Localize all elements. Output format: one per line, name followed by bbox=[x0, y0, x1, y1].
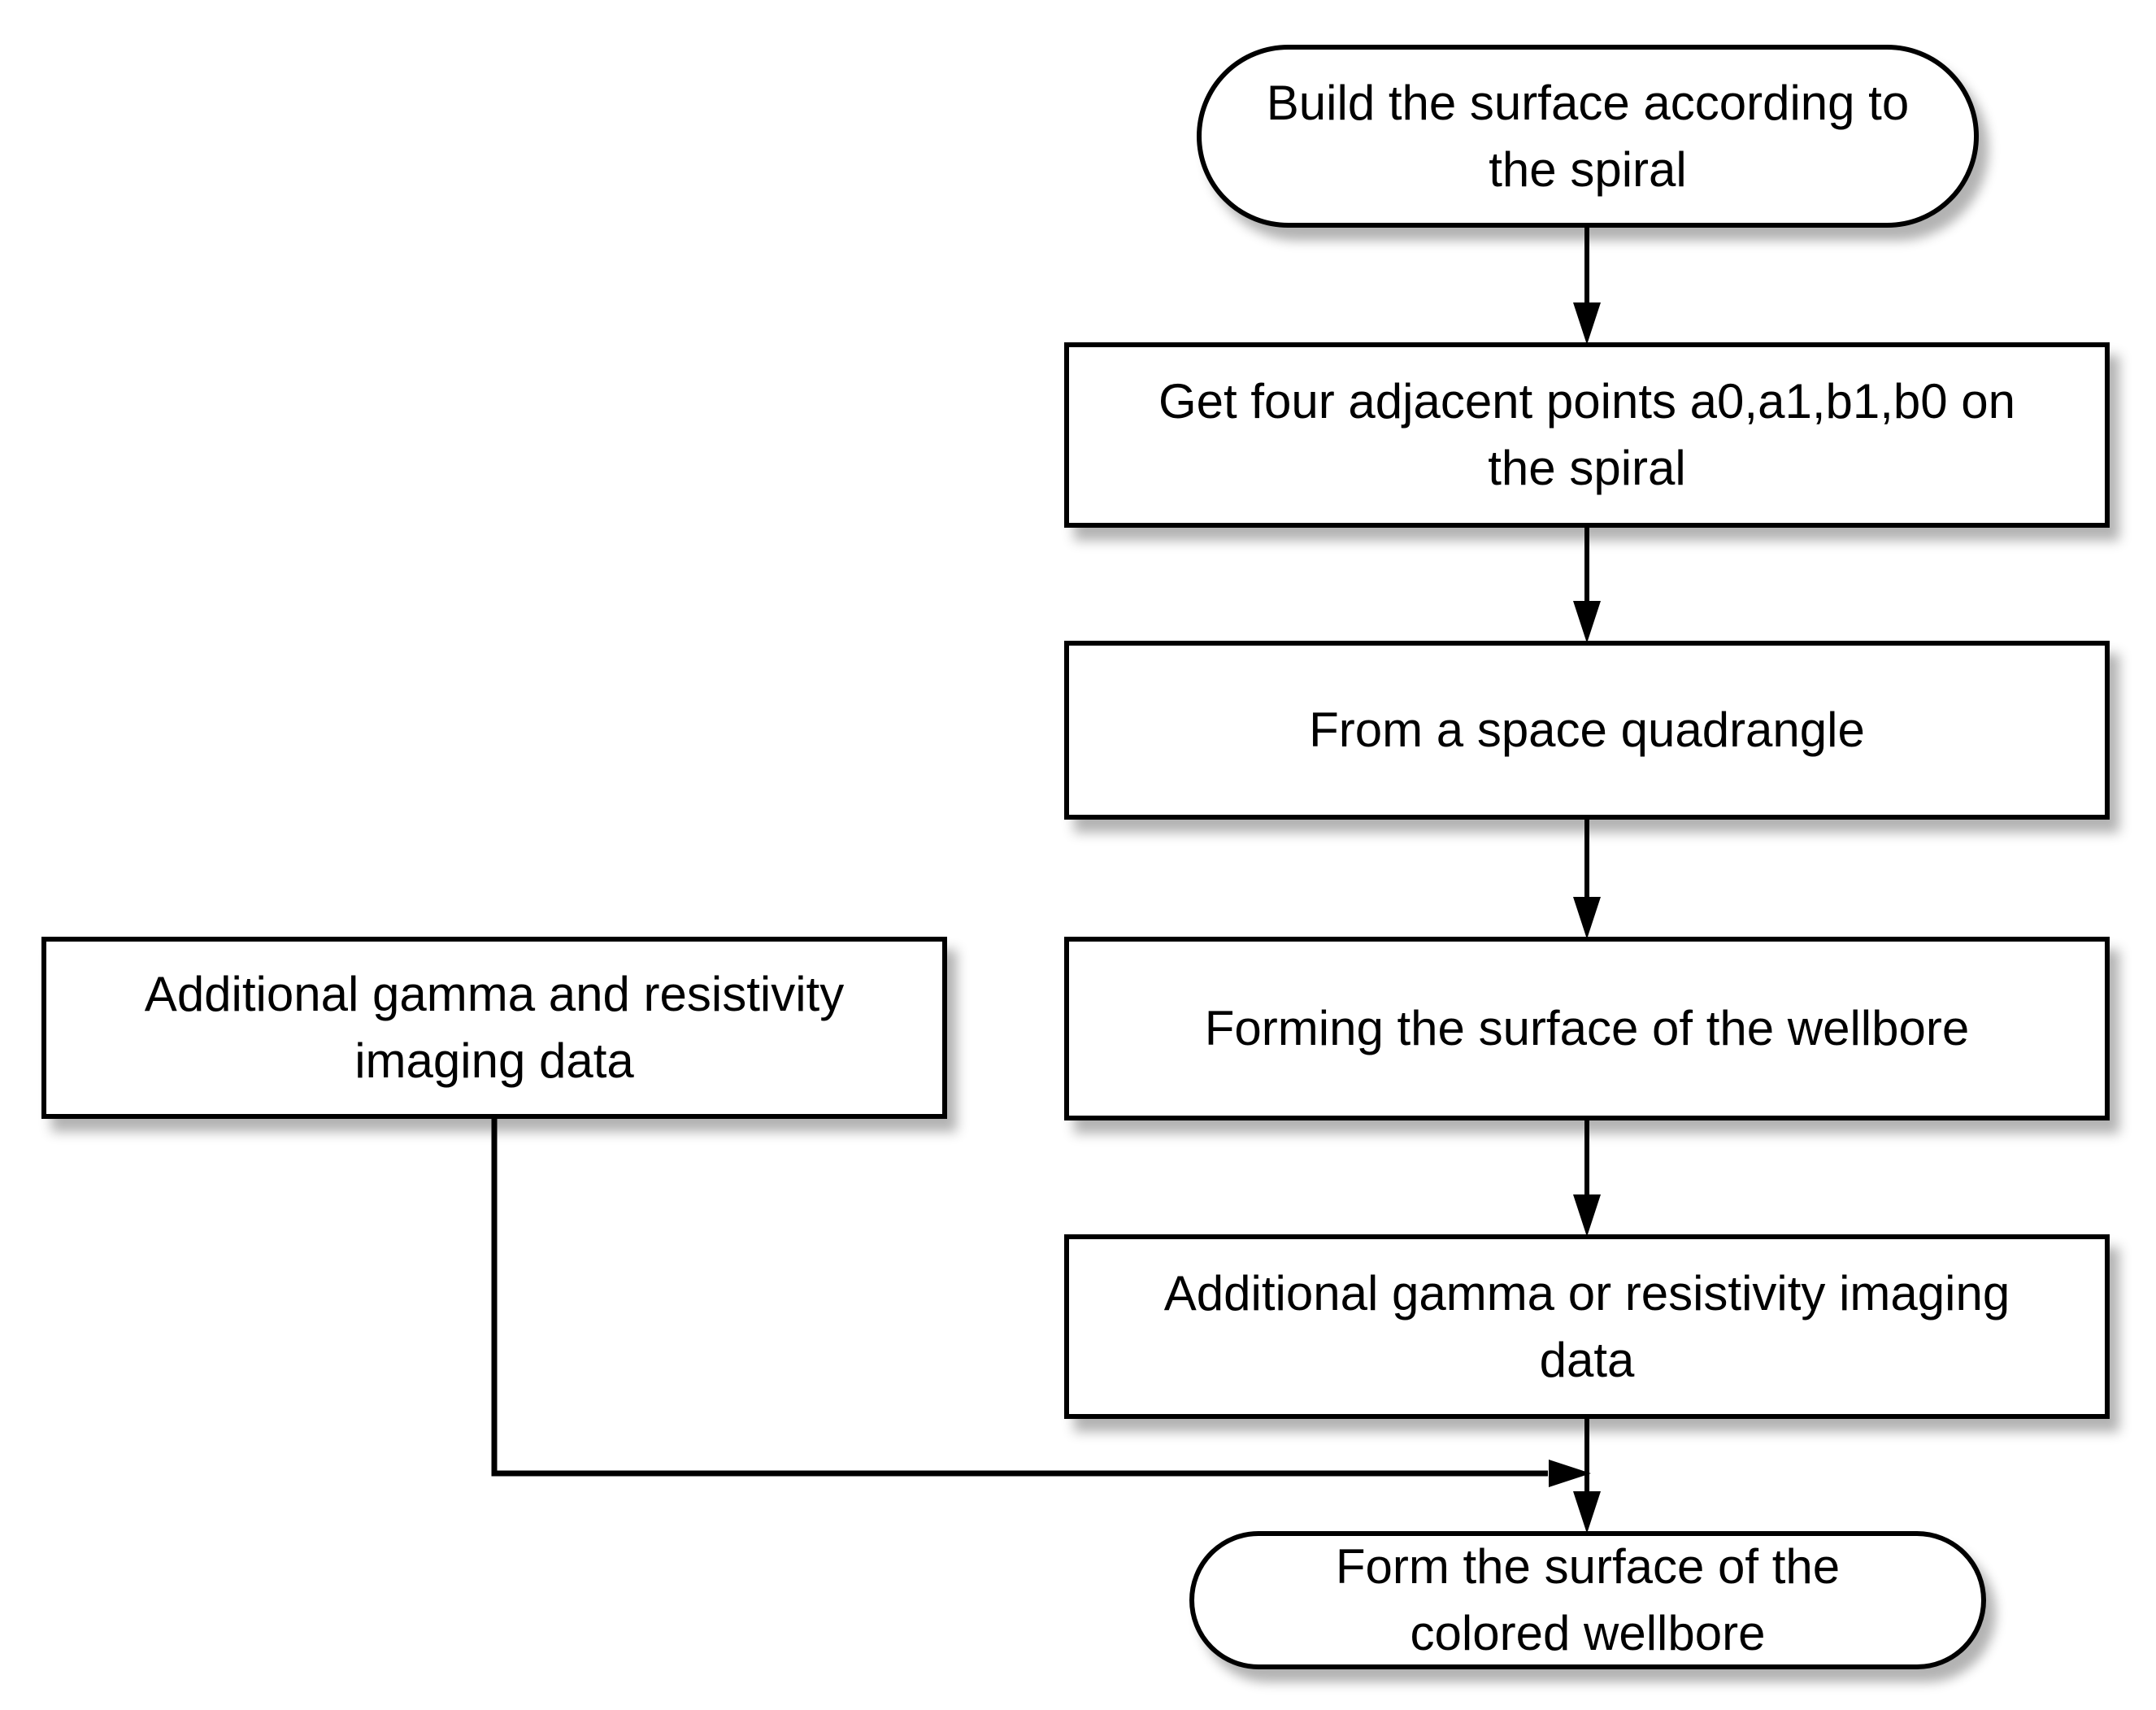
node-label: From a space quadrangle bbox=[1309, 703, 1865, 758]
terminator-form-colored-wellbore-surface: Form the surface of the colored wellbore bbox=[1189, 1531, 1986, 1669]
arrow-get-points-to-quadrangle bbox=[1573, 526, 1601, 643]
arrowhead-down-icon bbox=[1573, 897, 1601, 939]
arrow-imaging-data-to-end bbox=[1573, 1417, 1601, 1534]
node-label: Build the surface according to the spira… bbox=[1266, 75, 1910, 197]
arrow-quadrangle-to-wellbore-surface bbox=[1573, 818, 1601, 939]
node-label: Forming the surface of the wellbore bbox=[1204, 1001, 1970, 1056]
arrowhead-down-icon bbox=[1573, 1194, 1601, 1237]
process-get-four-adjacent-points: Get four adjacent points a0,a1,b1,b0 on … bbox=[1064, 342, 2110, 528]
arrowhead-down-icon bbox=[1573, 302, 1601, 345]
node-label: Additional gamma or resistivity imaging … bbox=[1163, 1265, 2010, 1387]
arrowhead-down-icon bbox=[1573, 601, 1601, 643]
arrowhead-right-icon bbox=[1549, 1460, 1591, 1487]
node-label: Additional gamma and resistivity imaging… bbox=[144, 967, 845, 1088]
terminator-build-surface: Build the surface according to the spira… bbox=[1197, 45, 1979, 228]
process-additional-gamma-resistivity-input: Additional gamma and resistivity imaging… bbox=[41, 937, 947, 1119]
arrowhead-down-icon bbox=[1573, 1491, 1601, 1534]
process-form-space-quadrangle: From a space quadrangle bbox=[1064, 641, 2110, 820]
arrow-wellbore-surface-to-imaging-data bbox=[1573, 1119, 1601, 1237]
process-forming-wellbore-surface: Forming the surface of the wellbore bbox=[1064, 937, 2110, 1120]
node-label: Form the surface of the colored wellbore bbox=[1335, 1539, 1841, 1660]
node-label: Get four adjacent points a0,a1,b1,b0 on … bbox=[1158, 374, 2016, 495]
process-additional-imaging-data: Additional gamma or resistivity imaging … bbox=[1064, 1234, 2110, 1419]
arrow-start-to-get-points bbox=[1573, 226, 1601, 345]
